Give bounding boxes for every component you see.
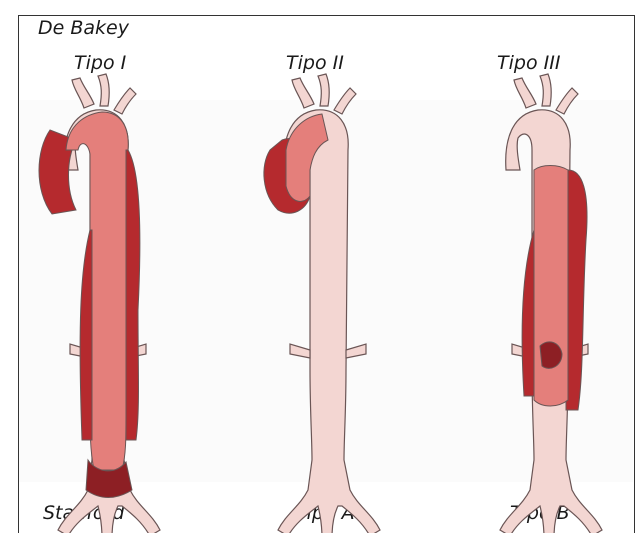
aorta-type-3 bbox=[500, 74, 602, 533]
aorta-type-2 bbox=[264, 74, 380, 533]
aorta-type-1 bbox=[39, 74, 160, 533]
